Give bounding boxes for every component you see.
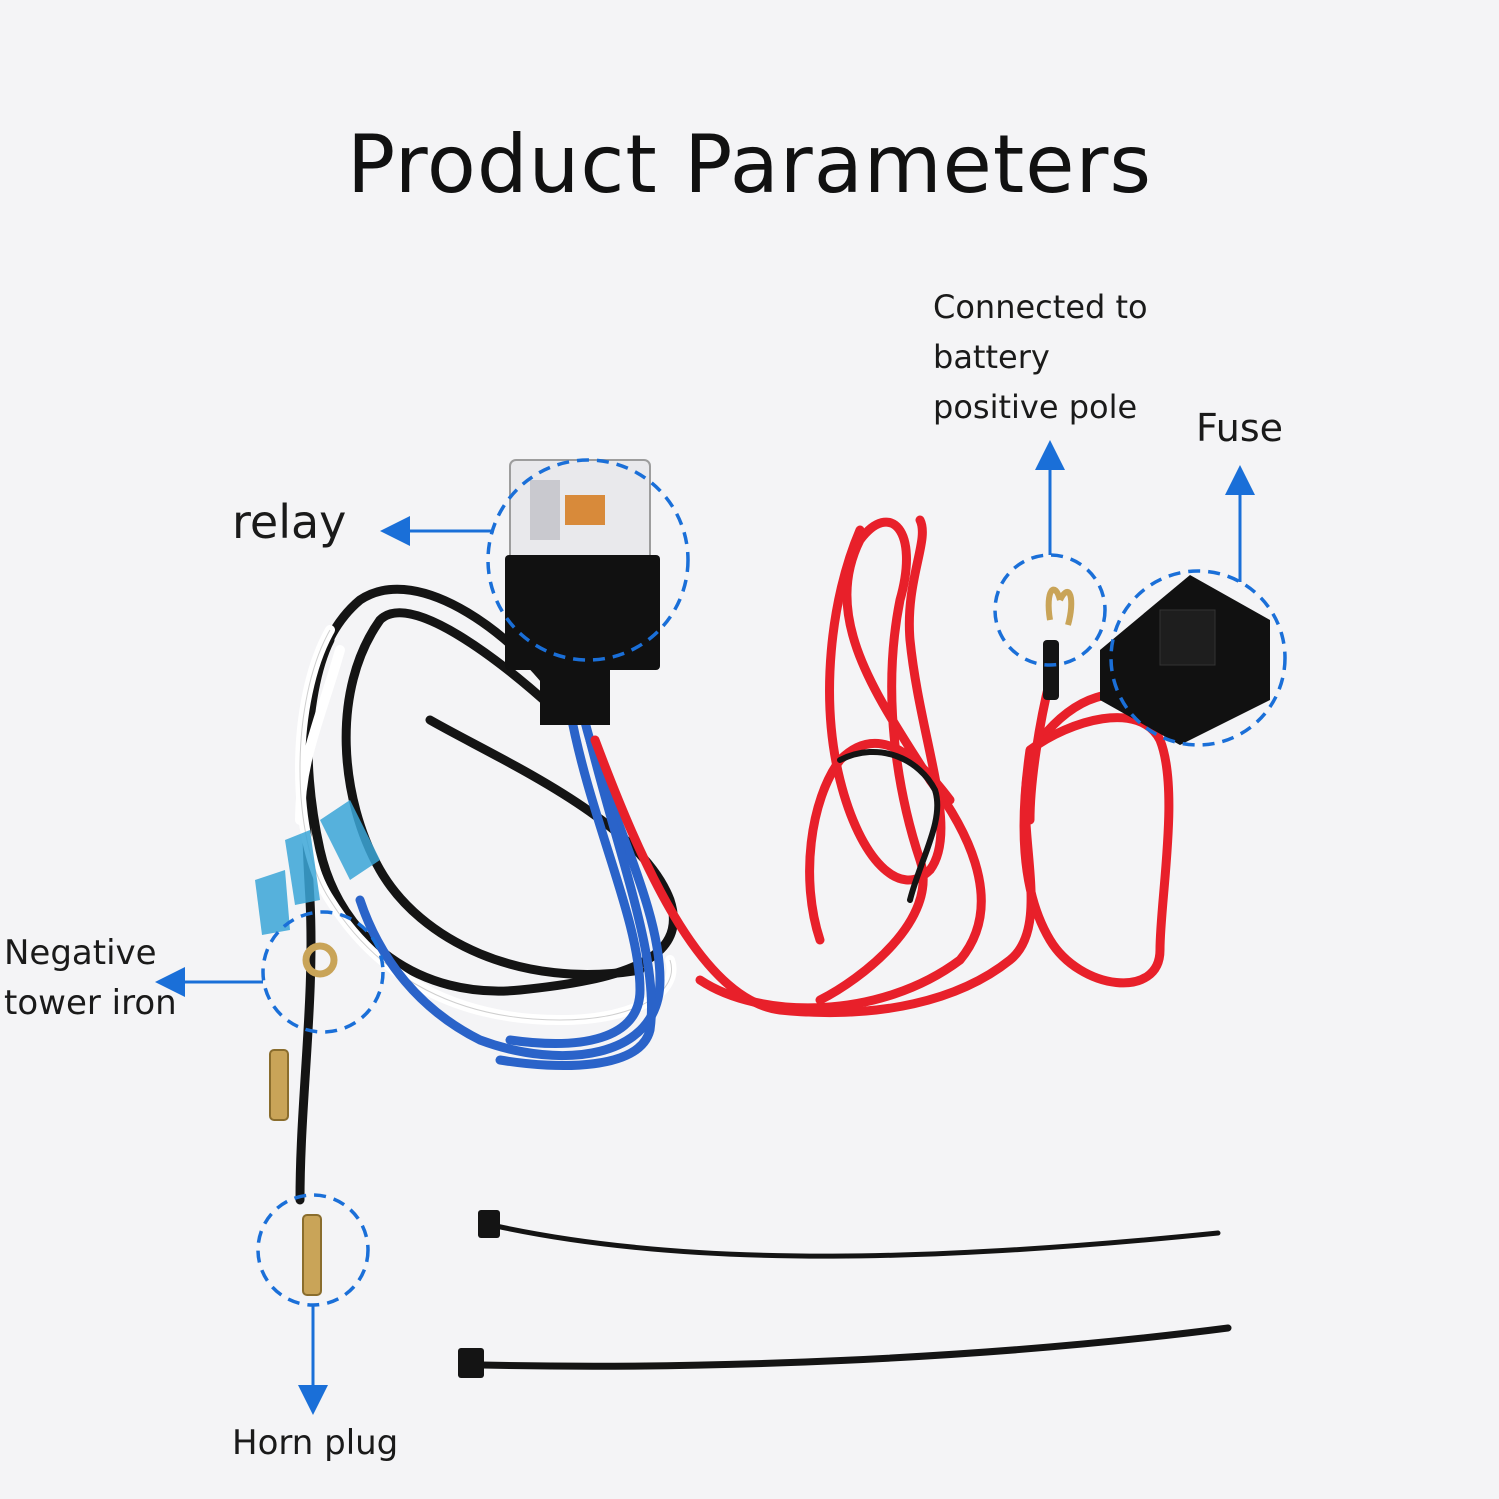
negative-label: Negative tower iron (4, 928, 177, 1028)
fuse-label: Fuse (1196, 406, 1284, 450)
negative-label-line: tower iron (4, 983, 177, 1023)
battery-terminal (1043, 586, 1075, 700)
page-title: Product Parameters (346, 118, 1153, 211)
horn-plug-label: Horn plug (232, 1423, 399, 1463)
cable-tie-top (478, 1210, 1221, 1259)
battery-label: Connected to battery positive pole (933, 282, 1148, 432)
relay-body (505, 459, 660, 725)
fuse-holder (1100, 575, 1270, 745)
blue-wires (355, 695, 665, 1071)
relay-label: relay (232, 495, 347, 549)
battery-label-line: battery (933, 338, 1050, 376)
relay-callout-circle (486, 458, 690, 662)
brass-terminals (269, 942, 338, 1296)
battery-label-line: Connected to (933, 288, 1148, 326)
negative-label-line: Negative (4, 933, 157, 973)
cable-tie-bottom (458, 1324, 1232, 1378)
battery-label-line: positive pole (933, 388, 1138, 426)
blue-terminals (255, 800, 380, 935)
red-wires (590, 515, 1174, 1018)
negative-callout-circle (261, 910, 385, 1034)
wire-zip-tie (837, 749, 941, 903)
fuse-callout-circle (1109, 569, 1287, 747)
battery-callout-circle (993, 553, 1107, 667)
